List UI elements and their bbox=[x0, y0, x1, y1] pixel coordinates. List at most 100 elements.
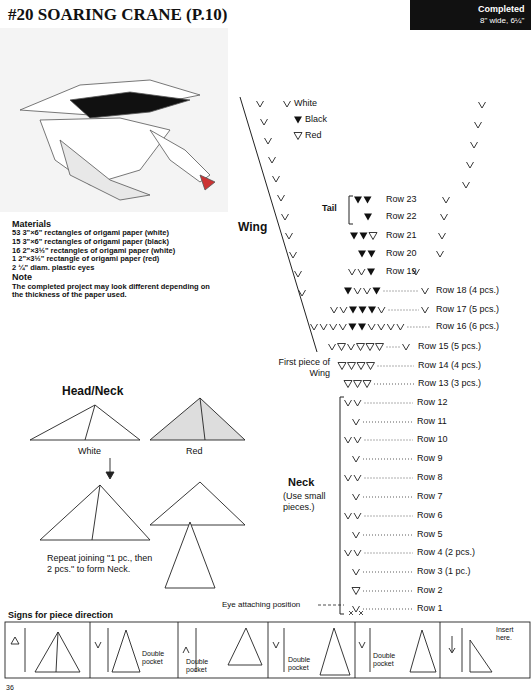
white-piece bbox=[40, 485, 150, 540]
dotted-leader bbox=[407, 327, 431, 328]
material-line: 16 2"×3½" rectangles of origami paper (w… bbox=[12, 247, 220, 256]
piece-symbol bbox=[359, 307, 367, 314]
material-line: 1 2"×3½" rectangle of origami paper (red… bbox=[12, 255, 220, 264]
dotted-leader bbox=[374, 384, 414, 385]
legend-sample bbox=[294, 117, 302, 124]
crane-photo bbox=[20, 80, 215, 200]
sign-text: Double pocket bbox=[373, 652, 407, 669]
wing-symbol bbox=[278, 195, 285, 201]
material-line: 2 ¼" diam. plastic eyes bbox=[12, 264, 220, 273]
piece-sketch bbox=[35, 632, 80, 672]
piece-symbol bbox=[422, 288, 429, 294]
row-label: Row 4 (2 pcs.) bbox=[417, 547, 475, 558]
row-label: Row 3 (1 pc.) bbox=[417, 566, 471, 577]
piece-symbol bbox=[348, 363, 356, 370]
row-label: Row 10 bbox=[417, 434, 448, 445]
piece-symbol bbox=[354, 288, 361, 294]
direction-sign bbox=[11, 637, 19, 644]
piece-symbol bbox=[354, 513, 361, 519]
part-name: Tail bbox=[322, 203, 337, 214]
sign-text: Double pocket bbox=[288, 656, 322, 673]
part-name: Neck bbox=[288, 476, 314, 489]
piece-symbol bbox=[348, 344, 355, 350]
color-name: White bbox=[78, 446, 101, 457]
piece-symbol bbox=[367, 363, 375, 370]
wing-symbol bbox=[471, 142, 478, 148]
dotted-leader bbox=[365, 403, 414, 404]
piece-symbol bbox=[329, 344, 336, 350]
body-shape bbox=[40, 118, 170, 185]
piece-symbol bbox=[364, 197, 372, 204]
sign-box: Double pocket bbox=[178, 622, 268, 678]
piece-symbol bbox=[353, 606, 360, 612]
piece-symbol bbox=[345, 550, 352, 556]
piece-symbol bbox=[353, 419, 360, 425]
row-label: Row 23 bbox=[386, 194, 417, 205]
sign-box: Insert here. bbox=[440, 622, 530, 678]
piece-symbol bbox=[338, 363, 346, 370]
piece-symbol bbox=[330, 324, 337, 330]
piece-symbol bbox=[353, 569, 360, 575]
materials-box: Materials53 3"×6" rectangles of origami … bbox=[8, 216, 224, 306]
legend-sample bbox=[294, 133, 302, 140]
row-label: Row 18 (4 pcs.) bbox=[436, 285, 499, 296]
section-heading: Head/Neck bbox=[62, 384, 123, 398]
head-neck-drawing bbox=[30, 398, 245, 588]
wing-symbol bbox=[479, 102, 486, 108]
row-label: Row 9 bbox=[417, 453, 443, 464]
piece-symbol bbox=[354, 437, 361, 443]
dotted-leader bbox=[363, 591, 413, 592]
divider bbox=[178, 622, 179, 678]
piece-symbol bbox=[345, 513, 352, 519]
eye-mark bbox=[349, 611, 363, 615]
row-label: Row 8 bbox=[417, 472, 443, 483]
piece-symbol bbox=[338, 344, 346, 351]
wing-symbol bbox=[437, 251, 444, 257]
divider bbox=[440, 622, 441, 678]
dotted-leader bbox=[363, 497, 413, 498]
neck-bracket bbox=[340, 397, 344, 614]
piece-symbol bbox=[354, 475, 361, 481]
sign-divider bbox=[196, 628, 197, 672]
dotted-leader bbox=[365, 553, 414, 554]
row-label: Row 14 (4 pcs.) bbox=[418, 360, 481, 371]
wing-symbol bbox=[265, 138, 272, 144]
wing-symbol bbox=[295, 271, 302, 277]
piece-symbol bbox=[368, 251, 376, 258]
row-label: Row 22 bbox=[386, 211, 417, 222]
direction-sign bbox=[359, 642, 365, 648]
neck-shape bbox=[150, 130, 210, 182]
piece-symbol bbox=[350, 233, 358, 240]
wing-symbol bbox=[290, 252, 297, 258]
wing-symbol bbox=[269, 157, 276, 163]
size-note: 8" wide, 6¼" bbox=[480, 16, 524, 26]
piece-symbol bbox=[363, 381, 371, 388]
piece-symbol bbox=[358, 324, 366, 331]
material-line: 53 3"×6" rectangles of origami paper (wh… bbox=[12, 229, 220, 238]
piece-symbol bbox=[378, 324, 385, 330]
wing-symbol bbox=[273, 176, 280, 182]
sign-box: Double pocket bbox=[268, 622, 355, 678]
piece-symbol bbox=[422, 307, 429, 313]
piece-symbol bbox=[353, 532, 360, 538]
signs-band bbox=[5, 622, 530, 678]
eye-leader bbox=[318, 605, 344, 606]
row-label: Row 1 bbox=[417, 603, 443, 614]
dotted-leader bbox=[378, 366, 415, 367]
row-label: Row 21 bbox=[386, 230, 417, 241]
sign-box: Double pocket bbox=[355, 622, 440, 678]
piece-symbol bbox=[331, 307, 338, 313]
part-name: Wing bbox=[238, 220, 267, 234]
piece-symbol bbox=[339, 324, 346, 330]
piece-symbol bbox=[320, 324, 327, 330]
legend-sample bbox=[284, 101, 291, 107]
piece-symbol bbox=[360, 233, 368, 240]
joined-piece bbox=[150, 482, 245, 525]
piece-symbol bbox=[364, 288, 371, 294]
piece-sketch bbox=[470, 640, 492, 672]
dotted-leader bbox=[365, 516, 414, 517]
wing-symbol bbox=[257, 101, 264, 107]
piece-symbol bbox=[357, 344, 365, 351]
section-heading: Signs for piece direction bbox=[8, 610, 113, 621]
size-note: Completed bbox=[478, 4, 525, 15]
